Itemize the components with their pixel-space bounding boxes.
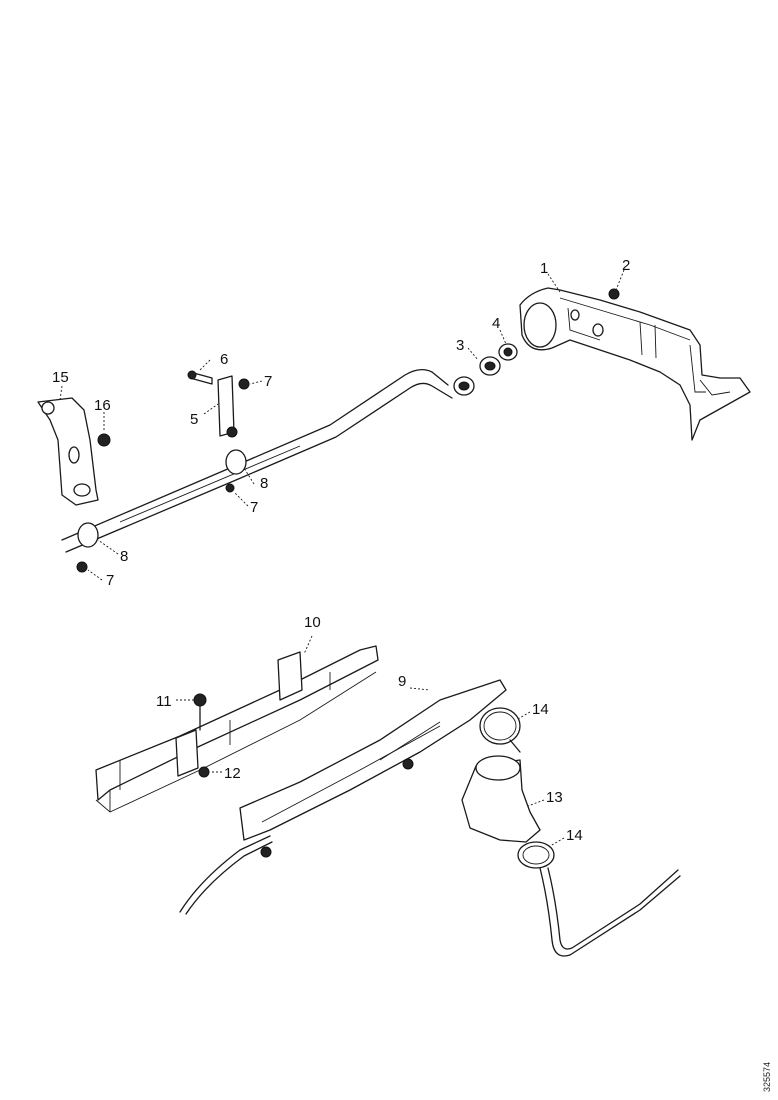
clamp-part-8-lower xyxy=(77,522,99,548)
leader-lines xyxy=(59,269,625,847)
callout-5: 5 xyxy=(190,411,198,428)
callout-7-middle: 7 xyxy=(250,499,258,516)
callout-15: 15 xyxy=(52,369,69,386)
rubber-mount-part-4 xyxy=(498,343,518,361)
nut-part-12 xyxy=(198,766,210,778)
main-tube xyxy=(61,368,453,553)
callout-8-lower: 8 xyxy=(120,548,128,565)
channel-bracket-part-10 xyxy=(95,645,379,813)
tail-pipe xyxy=(539,867,681,957)
callout-7-upper: 7 xyxy=(264,373,272,390)
reference-code: 325574 xyxy=(762,1062,772,1092)
clamp-ring-part-14-lower xyxy=(517,841,555,869)
nut-part-7-lower xyxy=(76,561,88,573)
clamp-ring-part-14-upper xyxy=(479,707,521,753)
callout-16: 16 xyxy=(94,397,111,414)
callout-14-lower: 14 xyxy=(566,827,583,844)
rubber-mount-part-3b xyxy=(479,356,501,376)
bolt-part-6 xyxy=(187,370,213,385)
exhaust-pipe-part-9 xyxy=(179,679,507,915)
callout-10: 10 xyxy=(304,614,321,631)
heat-shield-part-1 xyxy=(519,287,751,441)
nut-part-7-upper xyxy=(238,378,250,390)
callout-12: 12 xyxy=(224,765,241,782)
callout-9: 9 xyxy=(398,673,406,690)
callout-11: 11 xyxy=(156,693,172,710)
flex-connector-part-13 xyxy=(461,755,541,843)
callout-14-upper: 14 xyxy=(532,701,549,718)
callout-8-upper: 8 xyxy=(260,475,268,492)
clamp-part-8-upper xyxy=(225,426,247,475)
bolt-part-11 xyxy=(193,693,207,731)
callout-6: 6 xyxy=(220,351,228,368)
callout-4: 4 xyxy=(492,315,500,332)
callout-7-lower: 7 xyxy=(106,572,114,589)
callout-3: 3 xyxy=(456,337,464,354)
rubber-mount-part-3 xyxy=(453,376,475,396)
nut-part-2 xyxy=(608,288,620,300)
callout-13: 13 xyxy=(546,789,563,806)
callout-1: 1 xyxy=(540,260,548,277)
nut-part-16 xyxy=(97,433,111,447)
hanger-bracket-part-15 xyxy=(37,397,99,506)
callout-2: 2 xyxy=(622,257,630,274)
nut-part-7-middle xyxy=(225,483,235,493)
